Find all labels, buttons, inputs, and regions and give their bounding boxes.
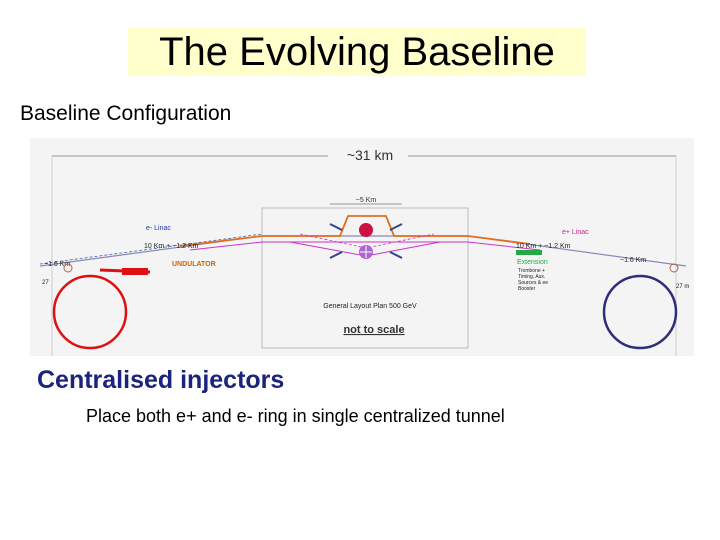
left-ring-size: 27 — [42, 280, 49, 286]
slide-title: The Evolving Baseline — [159, 30, 555, 74]
scale-note: not to scale — [343, 324, 404, 336]
extension-note-4: Booster — [518, 286, 536, 292]
undulator-label: UNDULATOR — [172, 261, 216, 268]
body-text: Place both e+ and e- ring in single cent… — [86, 406, 505, 426]
layout-diagram: ~31 km ~5 Km e- Linac 10 Km + ~1.2 Km ~1… — [30, 138, 694, 356]
extension-label: Extension — [517, 259, 548, 266]
scale-note-bg — [332, 320, 416, 336]
right-ring-marker — [669, 263, 679, 273]
positron-beam-line — [189, 241, 541, 251]
beam-transport-left — [39, 233, 263, 265]
extension-note-1: Trombone + — [518, 268, 545, 274]
slide-subtitle: Baseline Configuration — [20, 102, 232, 125]
electron-source-block — [122, 268, 148, 275]
detector-mark-4 — [389, 251, 403, 259]
left-rtml-length: ~1.6 Km — [44, 261, 70, 268]
electron-linac-label: e- Linac — [146, 225, 171, 232]
overall-length-label: ~31 km — [347, 147, 393, 163]
right-ring-size: 27 m — [676, 284, 689, 290]
extension-note-3: Sources & ee — [518, 280, 548, 286]
right-rtml-length: ~1.6 Km — [620, 257, 646, 264]
electron-damping-ring — [52, 274, 128, 350]
central-damping-ring-upper — [359, 223, 373, 237]
section-heading: Centralised injectors — [37, 366, 285, 394]
layout-plan-caption: General Layout Plan 500 GeV — [323, 303, 417, 310]
title-highlight — [128, 28, 586, 76]
positron-linac-label: e+ Linac — [562, 229, 589, 236]
left-ring-marker — [63, 263, 73, 273]
detector-mark-3 — [329, 251, 343, 259]
center-length-label: ~5 Km — [356, 197, 377, 204]
positron-linac-length: 10 Km + ~1.2 Km — [516, 243, 571, 250]
electron-beam-line — [179, 215, 531, 247]
detector-mark-2 — [389, 223, 403, 231]
detector-mark-1 — [329, 223, 343, 231]
electron-linac-length: 10 Km + ~1.2 Km — [144, 243, 199, 250]
extension-marker — [516, 250, 542, 255]
extension-note-2: Timing, Aux. — [518, 274, 545, 280]
positron-damping-ring — [602, 274, 678, 350]
central-region-box — [261, 207, 469, 349]
